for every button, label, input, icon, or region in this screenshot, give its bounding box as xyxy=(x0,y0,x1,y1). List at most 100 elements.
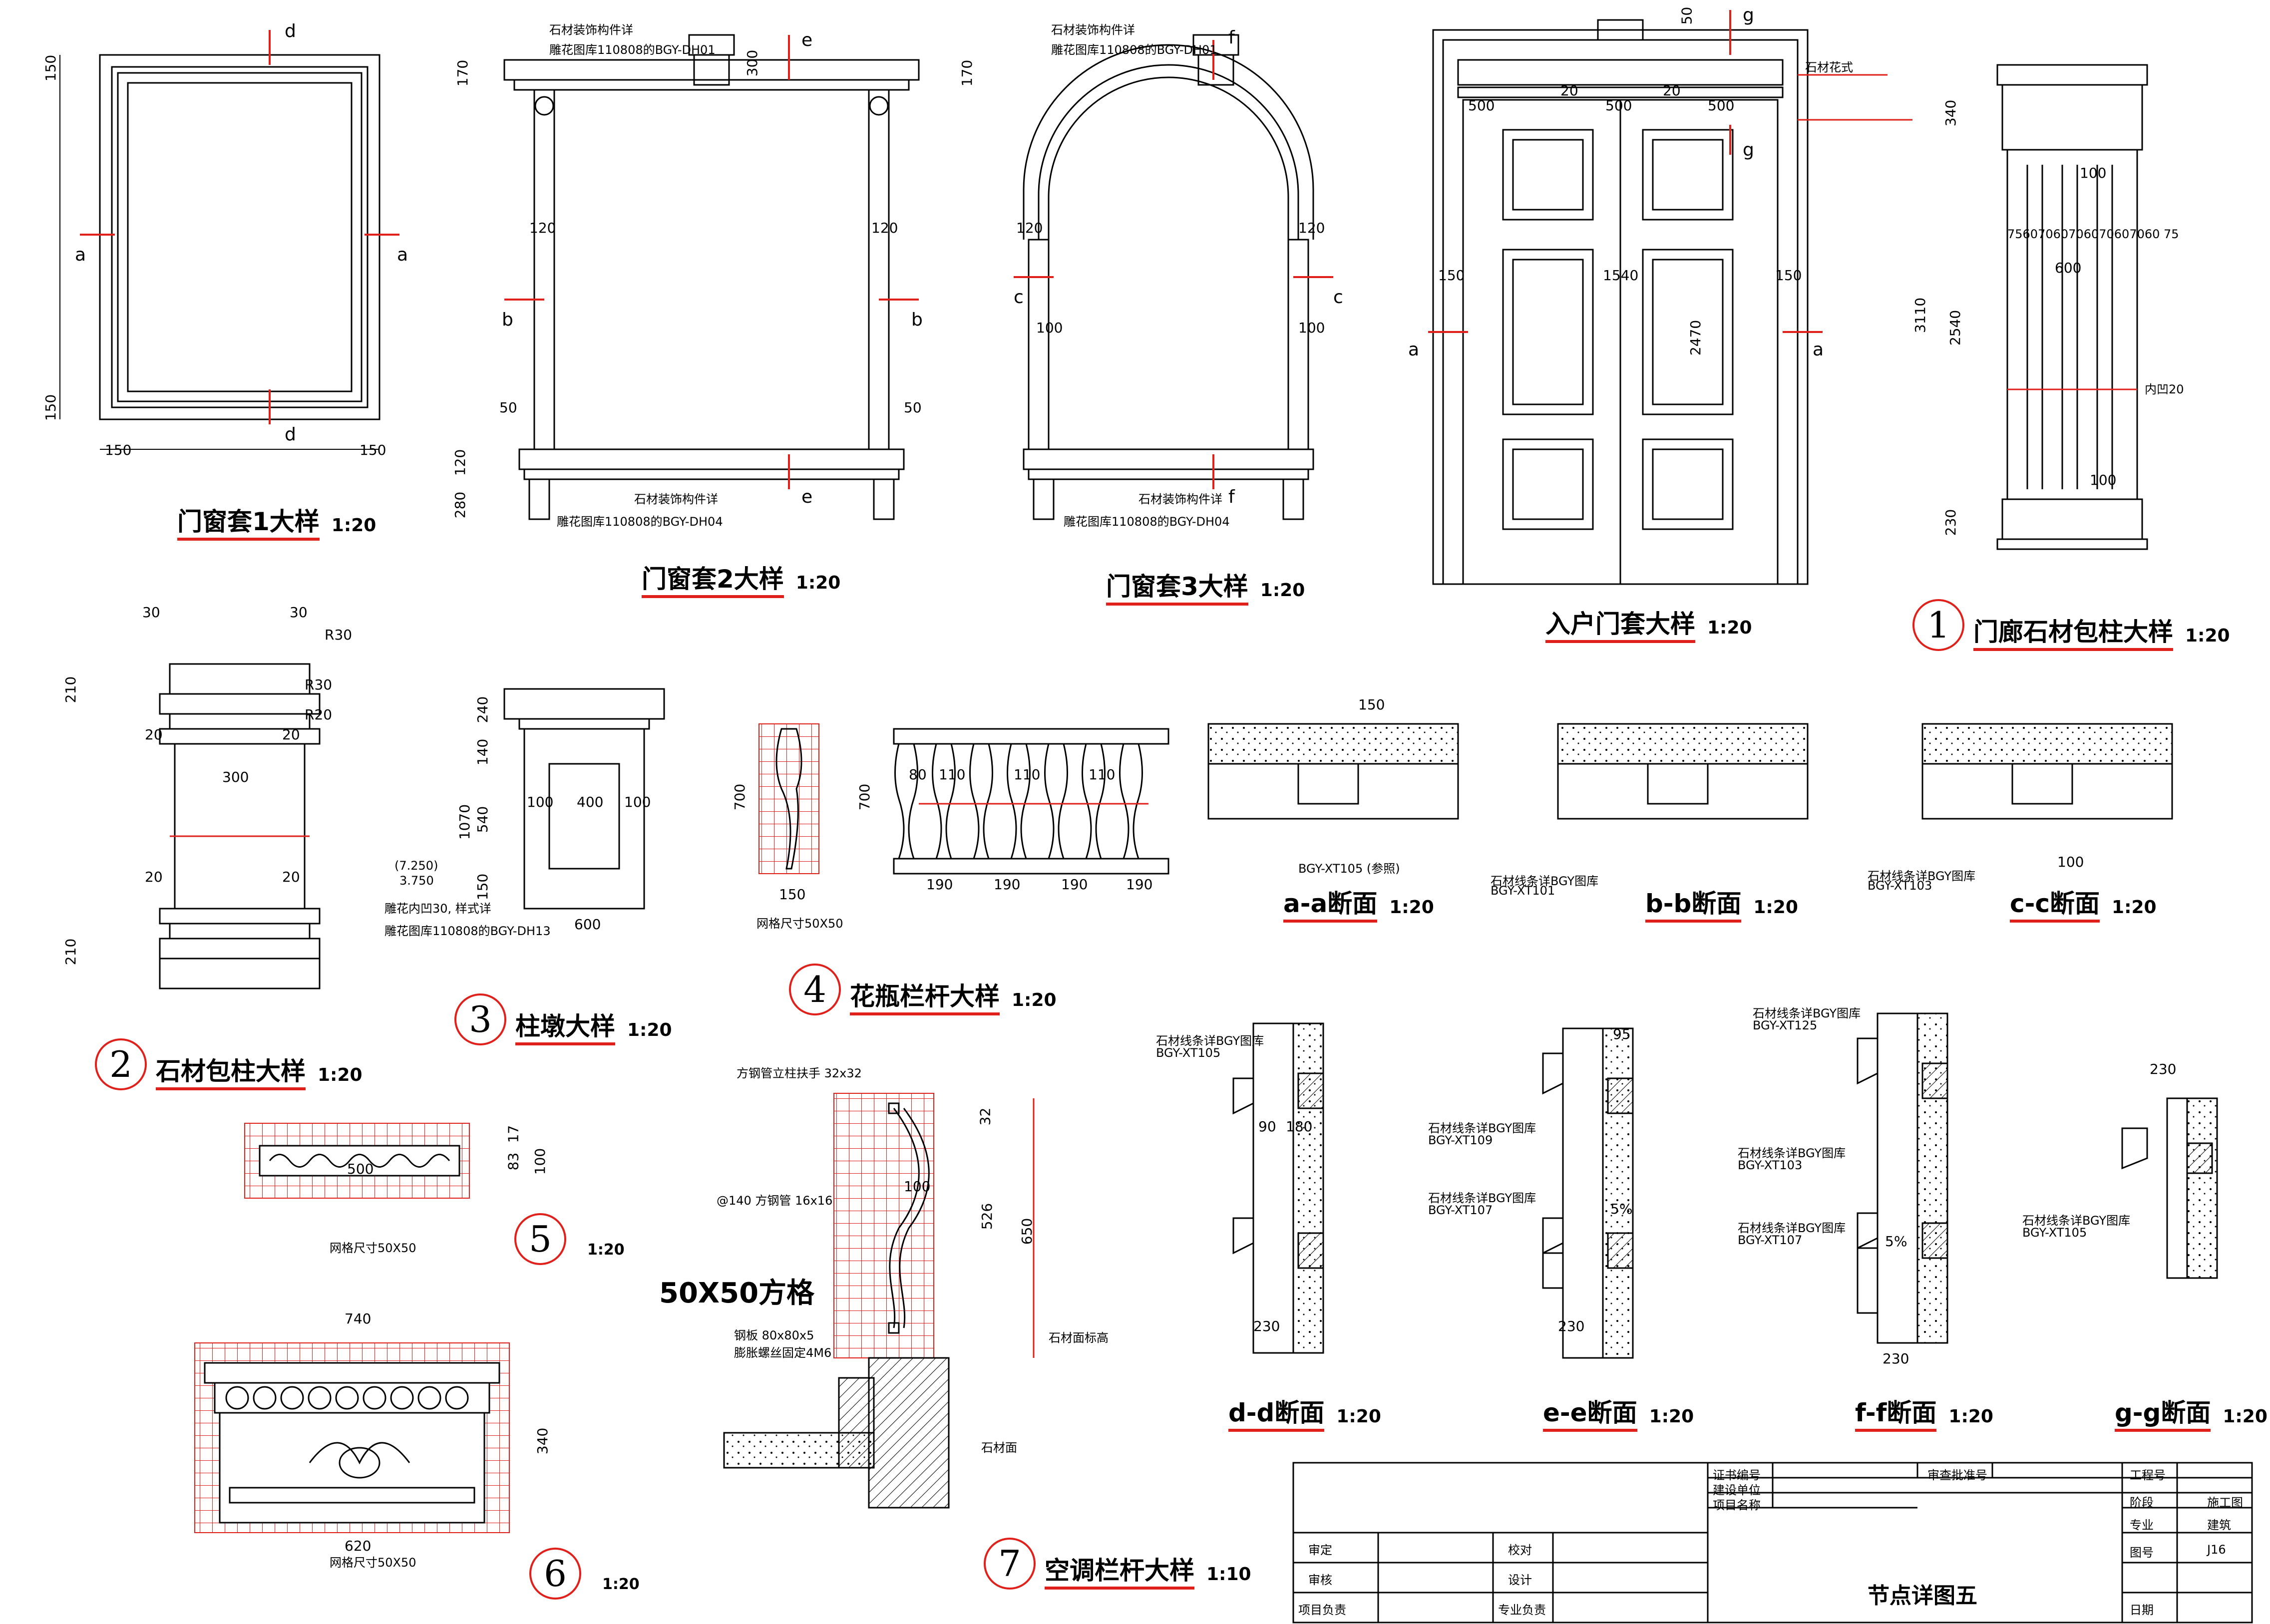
frame-1-detail xyxy=(59,30,399,450)
note-stone-line-bb: 石材线条详BGY图库 xyxy=(1491,874,1599,888)
title-section-ee-text: e-e断面 xyxy=(1543,1398,1637,1432)
title-baluster: 4 花瓶栏杆大样 1:20 xyxy=(789,964,1057,1015)
dim-180-dd: 180 xyxy=(1286,1118,1313,1135)
note-xt101: BGY-XT101 xyxy=(1491,884,1555,898)
section-letter-f-top: f xyxy=(1228,27,1235,48)
title-detail-6-scale: 1:20 xyxy=(602,1576,640,1593)
title-section-gg-text: g-g断面 xyxy=(2115,1398,2211,1432)
section-ee xyxy=(1542,1027,1634,1359)
dim-30-a: 30 xyxy=(142,604,160,621)
dim-95-ee: 95 xyxy=(1613,1026,1631,1042)
dim-1070: 1070 xyxy=(456,804,473,840)
dim-700-a: 700 xyxy=(732,783,749,811)
title-entry-door-scale: 1:20 xyxy=(1707,618,1752,638)
dim-5pct-ff: 5% xyxy=(1885,1233,1907,1250)
dim-50-2l: 50 xyxy=(499,399,517,416)
dim-83: 83 xyxy=(505,1152,522,1171)
dim-100-ped-r: 100 xyxy=(624,794,651,810)
note-grid-size-5: 网格尺寸50X50 xyxy=(330,1241,416,1255)
dim-20-col-r: 20 xyxy=(282,726,300,743)
dim-230-dd: 230 xyxy=(1253,1318,1280,1334)
baluster-detail xyxy=(758,723,1169,875)
dim-100-3r: 100 xyxy=(1298,320,1325,336)
note-xt105-dd: BGY-XT105 xyxy=(1156,1046,1221,1060)
dim-1540: 1540 xyxy=(1603,267,1639,284)
title-section-bb-scale: 1:20 xyxy=(1753,897,1798,918)
title-frame-1-text: 门窗套1大样 xyxy=(177,507,320,541)
dim-120-2b: 120 xyxy=(452,449,469,476)
dim-100-col-a: 100 xyxy=(2080,165,2107,181)
title-section-bb: b-b断面 1:20 xyxy=(1645,889,1798,923)
section-letter-g-top: g xyxy=(1743,5,1754,25)
section-letter-d-top: d xyxy=(285,21,296,41)
dim-30-b: 30 xyxy=(290,604,308,621)
title-porch-column-scale: 1:20 xyxy=(2185,626,2230,646)
note-xt105-gg: BGY-XT105 xyxy=(2022,1226,2087,1240)
dim-190-a: 190 xyxy=(926,876,953,893)
title-detail-5-scale: 1:20 xyxy=(587,1241,625,1259)
dim-300-2: 300 xyxy=(744,49,761,77)
note-stone-line-ff1: 石材线条详BGY图库 xyxy=(1753,1006,1861,1020)
tb-check: 审核 xyxy=(1308,1573,1332,1587)
title-section-bb-text: b-b断面 xyxy=(1645,889,1742,923)
title-section-cc-scale: 1:20 xyxy=(2112,897,2157,918)
dim-170-3: 170 xyxy=(959,59,976,87)
tb-major: 专业 xyxy=(2130,1518,2154,1532)
dim-110-c: 110 xyxy=(1089,766,1116,783)
section-letter-a-right: a xyxy=(397,245,408,265)
title-detail-5: 5 1:20 xyxy=(514,1213,625,1265)
dim-300-col: 300 xyxy=(222,769,249,785)
note-elev2: 3.750 xyxy=(399,874,434,888)
frame-2-detail xyxy=(503,34,920,520)
frame-3-detail xyxy=(1014,34,1333,520)
title-section-dd: d-d断面 1:20 xyxy=(1228,1398,1381,1432)
dim-740: 740 xyxy=(345,1310,372,1327)
tb-drawing-title: 节点详图五 xyxy=(1868,1583,1977,1609)
section-ff xyxy=(1857,1012,1948,1344)
dim-20-col-rb: 20 xyxy=(282,869,300,885)
note-stone-line-ee2: 石材线条详BGY图库 xyxy=(1428,1191,1536,1205)
dim-90-dd: 90 xyxy=(1258,1118,1276,1135)
dim-210-top: 210 xyxy=(62,676,79,703)
tb-build-unit: 建设单位 xyxy=(1713,1483,1761,1497)
title-ac-railing-num: 7 xyxy=(984,1538,1036,1590)
title-section-ff-scale: 1:20 xyxy=(1948,1406,1993,1427)
note-xt105b: BGY-XT105 (参照) xyxy=(1298,862,1400,876)
section-dd xyxy=(1232,1022,1324,1354)
dim-600-col: 600 xyxy=(2055,260,2082,276)
stone-column-detail xyxy=(159,663,321,989)
note-stone-line-ff3: 石材线条详BGY图库 xyxy=(1738,1221,1846,1235)
note-stone-deco-3: 石材装饰构件详 xyxy=(1051,23,1135,37)
dim-700-b: 700 xyxy=(856,783,873,811)
title-section-aa: a-a断面 1:20 xyxy=(1283,889,1434,923)
section-letter-a2-left: a xyxy=(1408,339,1420,360)
title-porch-column: 1 门廊石材包柱大样 1:20 xyxy=(1912,599,2230,651)
title-detail-6-num: 6 xyxy=(529,1548,581,1600)
section-letter-g-mid: g xyxy=(1743,140,1754,160)
section-letter-b-right: b xyxy=(911,310,923,330)
note-base: 雕花内凹30, 样式详 xyxy=(384,902,491,916)
note-stone-line-gg: 石材线条详BGY图库 xyxy=(2022,1214,2131,1228)
dim-50-door: 50 xyxy=(1678,6,1695,25)
title-frame-1-scale: 1:20 xyxy=(331,515,377,536)
note-stone-deco-2: 石材装饰构件详 xyxy=(549,23,633,37)
tb-design: 设计 xyxy=(1508,1573,1532,1587)
note-stone-line-dd: 石材线条详BGY图库 xyxy=(1156,1034,1264,1048)
note-plate: 钢板 80x80x5 xyxy=(734,1328,814,1342)
title-pedestal-text: 柱墩大样 xyxy=(515,1011,615,1045)
section-letter-f-bottom: f xyxy=(1228,487,1235,507)
dim-340-cap: 340 xyxy=(534,1427,551,1455)
tb-phase: 阶段 xyxy=(2130,1496,2154,1510)
dim-100-cc: 100 xyxy=(2057,854,2084,870)
section-gg xyxy=(2121,1097,2218,1279)
title-section-ee: e-e断面 1:20 xyxy=(1543,1398,1694,1432)
dim-240: 240 xyxy=(474,696,491,723)
dim-100-ac: 100 xyxy=(904,1178,931,1195)
dim-20-b: 20 xyxy=(1663,82,1681,99)
dim-3110: 3110 xyxy=(1912,297,1929,333)
note-carve-dh01-2: 雕花图库110808的BGY-DH01 xyxy=(549,43,716,57)
dim-500-c: 500 xyxy=(1708,97,1735,114)
note-elev1: (7.250) xyxy=(394,859,438,873)
